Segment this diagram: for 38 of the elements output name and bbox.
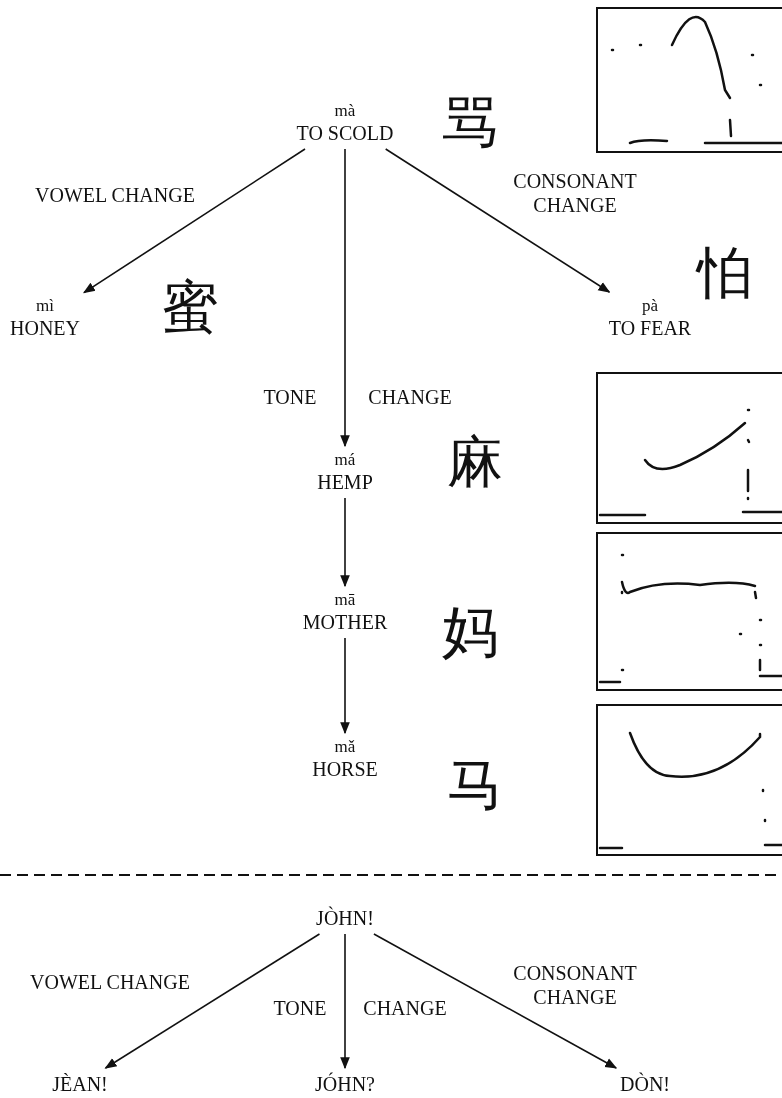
arrow — [340, 148, 350, 448]
change-label: TONE — [263, 385, 317, 409]
gloss-text: TO SCOLD — [296, 121, 394, 145]
edge-label: CONSONANT CHANGE — [512, 169, 638, 217]
arrow — [384, 148, 611, 293]
arrow — [340, 497, 350, 588]
gloss-text: HEMP — [317, 470, 373, 494]
chinese-character: 怕 — [697, 243, 753, 303]
word-text: JÓHN? — [315, 1072, 375, 1096]
word-text: DÒN! — [620, 1072, 670, 1096]
edge-label: VOWEL CHANGE — [30, 970, 190, 994]
gloss-text: TO FEAR — [608, 316, 692, 340]
gloss-text: HONEY — [10, 316, 80, 340]
change-label: CHANGE — [368, 385, 452, 409]
change-label: CHANGE — [363, 996, 447, 1020]
arrow — [340, 933, 350, 1070]
pinyin-text: mǎ — [333, 737, 357, 757]
chinese-character: 妈 — [442, 602, 498, 662]
pinyin-text: pà — [641, 296, 659, 316]
chinese-character: 骂 — [442, 92, 498, 152]
pinyin-text: má — [333, 450, 357, 470]
word-text: JÈAN! — [52, 1072, 108, 1096]
edge-label: CONSONANT CHANGE — [512, 961, 638, 1009]
arrow — [83, 148, 306, 294]
pinyin-text: mà — [333, 101, 357, 121]
pinyin-text: mā — [333, 590, 357, 610]
arrow — [373, 933, 618, 1069]
pinyin-text: mì — [35, 296, 55, 316]
change-label: TONE — [273, 996, 327, 1020]
edge-label: VOWEL CHANGE — [35, 183, 195, 207]
gloss-text: HORSE — [312, 757, 378, 781]
chinese-character: 麻 — [447, 432, 503, 492]
chinese-character: 蜜 — [162, 277, 218, 337]
arrow — [340, 637, 350, 735]
word-text: JÒHN! — [316, 906, 374, 930]
arrow — [104, 933, 321, 1069]
chinese-character: 马 — [447, 755, 503, 815]
gloss-text: MOTHER — [302, 610, 388, 634]
